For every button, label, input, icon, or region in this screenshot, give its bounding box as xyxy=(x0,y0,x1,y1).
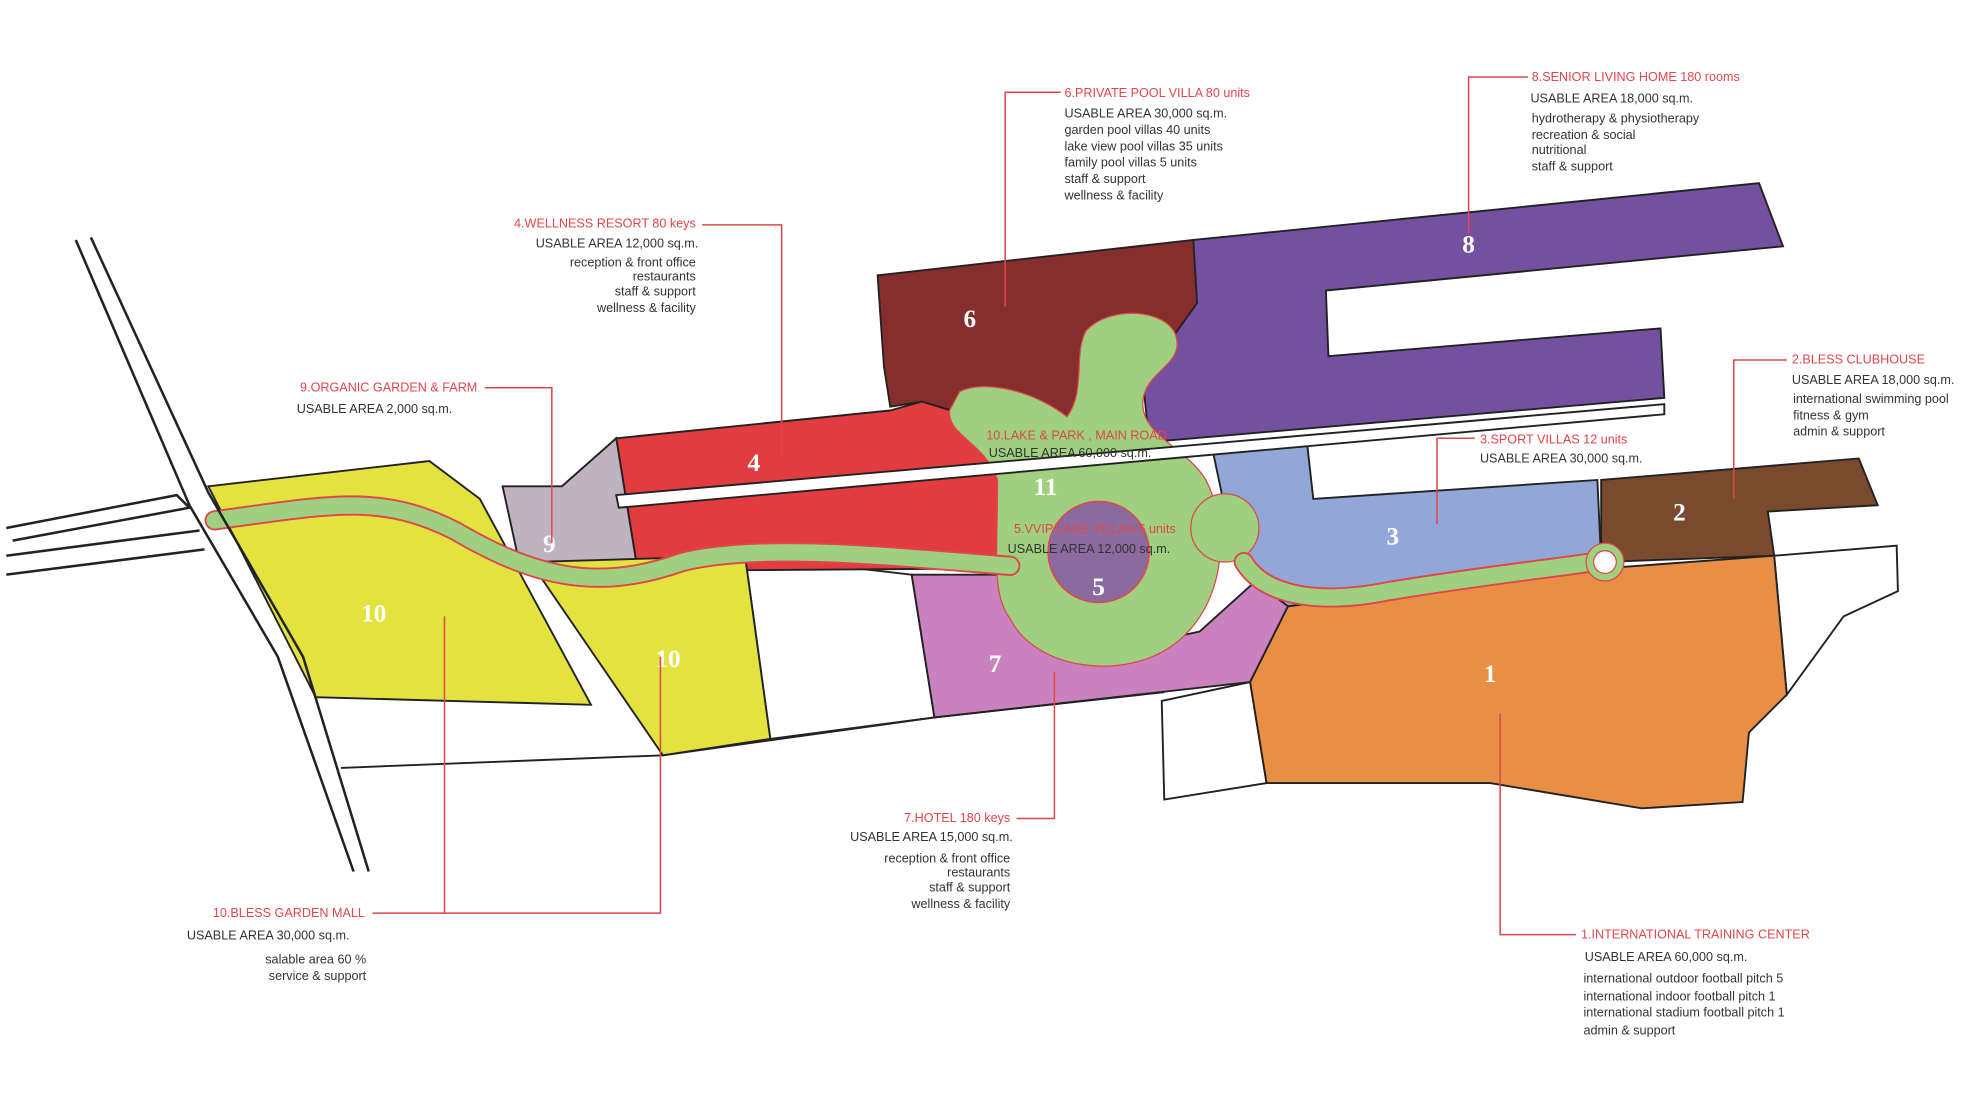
svg-text:10.LAKE & PARK , MAIN ROAD: 10.LAKE & PARK , MAIN ROAD xyxy=(986,429,1167,443)
zone-number: 7 xyxy=(989,650,1002,678)
svg-text:9.ORGANIC GARDEN & FARM: 9.ORGANIC GARDEN & FARM xyxy=(300,381,477,395)
svg-text:2.BLESS CLUBHOUSE: 2.BLESS CLUBHOUSE xyxy=(1792,353,1925,367)
zone-number: 1 xyxy=(1484,660,1497,688)
svg-text:reception & front office: reception & front office xyxy=(884,852,1010,866)
label-zone-4: 4.WELLNESS RESORT 80 keys USABLE AREA 12… xyxy=(514,216,698,315)
park-path xyxy=(206,497,1602,606)
label-zone-8: 8.SENIOR LIVING HOME 180 rooms USABLE AR… xyxy=(1530,70,1739,174)
zone-10-garden-mall-east[interactable] xyxy=(528,554,772,757)
svg-text:5.VVIP LAKE VILLAS 6 units: 5.VVIP LAKE VILLAS 6 units xyxy=(1014,522,1176,536)
zone-number: 6 xyxy=(963,305,976,333)
leader-lines xyxy=(372,76,1787,936)
svg-text:6.PRIVATE POOL VILLA 80 uni: 6.PRIVATE POOL VILLA 80 units xyxy=(1065,86,1250,100)
label-zone-9: 9.ORGANIC GARDEN & FARM USABLE AREA 2,00… xyxy=(297,381,478,416)
label-zone-1: 1.INTERNATIONAL TRAINING CENTER USABLE A… xyxy=(1581,927,1810,1037)
svg-text:fitness & gym: fitness & gym xyxy=(1793,408,1869,422)
zone-5-vvip-lake[interactable] xyxy=(1047,500,1150,604)
svg-text:staff & support: staff & support xyxy=(1065,172,1147,186)
svg-text:USABLE AREA 15,000 sq.m.: USABLE AREA 15,000 sq.m. xyxy=(850,830,1013,844)
svg-text:international indoor football: international indoor football pitch 1 xyxy=(1583,989,1775,1003)
svg-text:wellness & facility: wellness & facility xyxy=(1064,189,1164,203)
svg-text:family pool villas 5 units: family pool villas 5 units xyxy=(1065,156,1197,170)
svg-text:USABLE AREA 30,000 sq.m.: USABLE AREA 30,000 sq.m. xyxy=(187,929,350,943)
zone-1-training-center[interactable] xyxy=(1249,554,1788,810)
svg-text:USABLE AREA 2,000 sq.m: USABLE AREA 2,000 sq.m. xyxy=(297,402,453,416)
svg-text:admin & support: admin & support xyxy=(1793,425,1885,439)
svg-text:USABLE AREA 30,000 sq.m.: USABLE AREA 30,000 sq.m. xyxy=(1480,451,1643,465)
svg-text:3.SPORT VILLAS 12 units: 3.SPORT VILLAS 12 units xyxy=(1480,432,1627,446)
label-zone-6: 6.PRIVATE POOL VILLA 80 units USABLE ARE… xyxy=(1064,86,1250,202)
zone-number: 8 xyxy=(1462,231,1475,259)
label-zone-10: 10.BLESS GARDEN MALL USABLE AREA 30,000 … xyxy=(187,906,367,983)
highway xyxy=(6,236,370,872)
svg-text:restaurants: restaurants xyxy=(633,269,696,283)
zone-10-garden-mall-west[interactable] xyxy=(206,460,593,706)
svg-text:restaurants: restaurants xyxy=(947,866,1010,880)
label-zone-2: 2.BLESS CLUBHOUSE USABLE AREA 18,000 sq.… xyxy=(1792,353,1955,439)
svg-text:international swimming pool: international swimming pool xyxy=(1793,392,1949,406)
svg-text:staff & support: staff & support xyxy=(615,285,697,299)
roundabout xyxy=(1190,493,1260,563)
svg-text:recreation & social: recreation & social xyxy=(1532,128,1636,142)
label-zone-5: 5.VVIP LAKE VILLAS 6 units USABLE AREA 1… xyxy=(1008,522,1176,556)
zone-number: 4 xyxy=(748,449,761,477)
svg-text:USABLE AREA 60,000 sq.m.: USABLE AREA 60,000 sq.m. xyxy=(989,446,1152,460)
svg-text:USABLE AREA 12,000 sq.m.: USABLE AREA 12,000 sq.m. xyxy=(536,237,699,251)
svg-text:1.INTERNATIONAL TRAINING CENTE: 1.INTERNATIONAL TRAINING CENTER xyxy=(1581,927,1810,941)
svg-text:USABLE AREA 18,000 sq.m.: USABLE AREA 18,000 sq.m. xyxy=(1530,91,1693,105)
empty-parcel xyxy=(1160,680,1268,801)
svg-text:USABLE AREA 12,000 sq.m.: USABLE AREA 12,000 sq.m. xyxy=(1008,542,1171,556)
svg-text:reception & front office: reception & front office xyxy=(570,255,696,269)
svg-text:nutritional: nutritional xyxy=(1532,143,1587,157)
svg-text:USABLE AREA 60,000 sq.m.: USABLE AREA 60,000 sq.m. xyxy=(1585,950,1748,964)
zone-2-clubhouse[interactable] xyxy=(1600,457,1880,564)
svg-text:10.BLESS GARDEN MALL: 10.BLESS GARDEN MALL xyxy=(213,906,365,920)
south-road xyxy=(340,691,1165,769)
svg-text:wellness & facility: wellness & facility xyxy=(596,301,696,315)
label-zone-3: 3.SPORT VILLAS 12 units USABLE AREA 30,0… xyxy=(1480,432,1643,465)
svg-text:garden pool villas 40 units: garden pool villas 40 units xyxy=(1065,123,1211,137)
zone-number: 3 xyxy=(1387,522,1400,550)
svg-text:7.HOTEL 180 keys: 7.HOTEL 180 keys xyxy=(904,811,1010,825)
zone-number: 11 xyxy=(1034,473,1058,501)
svg-text:staff & support: staff & support xyxy=(1532,160,1614,174)
svg-text:hydrotherapy & physiotherapy: hydrotherapy & physiotherapy xyxy=(1532,112,1700,126)
zone-number: 10 xyxy=(655,645,680,673)
svg-text:wellness & facility: wellness & facility xyxy=(910,897,1010,911)
svg-text:international stadium football: international stadium football pitch 1 xyxy=(1583,1006,1784,1020)
empty-parcel xyxy=(1773,544,1899,698)
svg-text:international outdoor football: international outdoor football pitch 5 xyxy=(1583,972,1783,986)
zone-number: 10 xyxy=(361,599,386,627)
svg-text:admin & support: admin & support xyxy=(1583,1023,1675,1037)
svg-text:lake view pool villas 35 uni: lake view pool villas 35 units xyxy=(1065,139,1223,153)
zone-number: 9 xyxy=(543,530,556,558)
svg-text:4.WELLNESS RESORT 80 keys: 4.WELLNESS RESORT 80 keys xyxy=(514,216,696,230)
zone-number: 2 xyxy=(1673,498,1686,526)
label-zone-7: 7.HOTEL 180 keys USABLE AREA 15,000 sq.m… xyxy=(850,811,1013,911)
zone-number: 5 xyxy=(1092,573,1105,601)
svg-text:staff & support: staff & support xyxy=(929,881,1011,895)
svg-text:service & support: service & support xyxy=(269,969,367,983)
label-zone-11: 10.LAKE & PARK , MAIN ROAD USABLE AREA 6… xyxy=(986,429,1167,461)
empty-parcel xyxy=(743,554,936,740)
svg-text:8.SENIOR LIVING HOME 180 ro: 8.SENIOR LIVING HOME 180 rooms xyxy=(1532,70,1740,84)
main-road xyxy=(615,403,1666,509)
svg-text:USABLE AREA 18,000 sq.m.: USABLE AREA 18,000 sq.m. xyxy=(1792,373,1955,387)
svg-text:salable area 60 %: salable area 60 % xyxy=(265,953,366,967)
zone-8-senior-living[interactable] xyxy=(1141,182,1785,444)
clubhouse-roundabout-center xyxy=(1592,550,1617,575)
svg-text:USABLE AREA 30,000 sq.m.: USABLE AREA 30,000 sq.m. xyxy=(1065,106,1228,120)
